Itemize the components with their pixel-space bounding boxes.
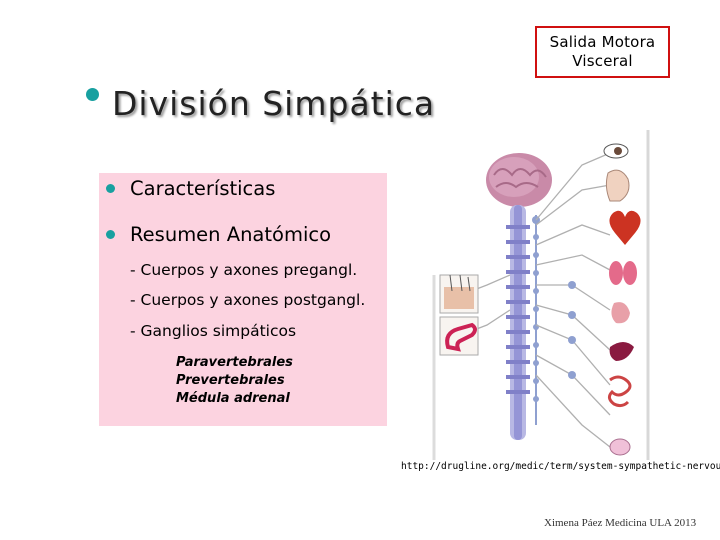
title-bullet-icon bbox=[86, 88, 99, 101]
sub-item-preganglionar: - Cuerpos y axones pregangl. bbox=[130, 261, 358, 279]
bullet-label: Características bbox=[130, 177, 276, 200]
ganglia-type-medula-adrenal: Médula adrenal bbox=[176, 391, 290, 406]
content-panel bbox=[99, 173, 387, 426]
head-icon bbox=[605, 169, 630, 202]
source-url-link[interactable]: http://drugline.org/medic/term/system-sy… bbox=[401, 461, 720, 472]
intestine-icon bbox=[607, 375, 632, 408]
author-credit: Ximena Páez Medicina ULA 2013 bbox=[544, 517, 697, 529]
sympathetic-system-illustration bbox=[432, 125, 652, 460]
sub-item-postganglionar: - Cuerpos y axones postgangl. bbox=[130, 291, 366, 309]
ganglia-type-paravertebrales: Paravertebrales bbox=[176, 355, 293, 370]
ganglia-type-prevertebrales: Prevertebrales bbox=[176, 373, 285, 388]
heart-icon bbox=[609, 210, 641, 245]
lungs-icon bbox=[609, 261, 637, 285]
spinal-cord-icon bbox=[506, 205, 530, 440]
blood-vessel-icon bbox=[439, 316, 479, 356]
liver-icon bbox=[609, 342, 634, 361]
skin-icon bbox=[439, 274, 479, 314]
eye-icon bbox=[603, 143, 629, 159]
stomach-icon bbox=[611, 302, 630, 324]
brain-icon bbox=[486, 153, 552, 207]
slide-title: División Simpática bbox=[112, 84, 436, 123]
bladder-icon bbox=[609, 438, 631, 456]
bullet-dot-icon bbox=[106, 184, 115, 193]
bullet-label: Resumen Anatómico bbox=[130, 223, 332, 246]
bullet-dot-icon bbox=[106, 230, 115, 239]
sub-item-ganglios: - Ganglios simpáticos bbox=[130, 322, 297, 340]
section-label-line1: Salida Motora bbox=[549, 33, 656, 51]
section-label-line2: Visceral bbox=[572, 52, 633, 70]
section-label-box: Salida Motora Visceral bbox=[535, 26, 670, 78]
